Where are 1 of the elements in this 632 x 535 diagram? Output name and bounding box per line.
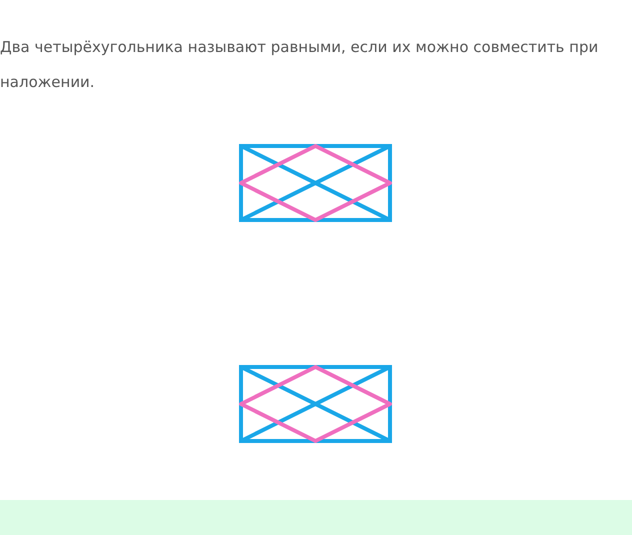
definition-text: Два четырёхугольника называют равными, если их можно совместить при наложении. xyxy=(0,37,600,93)
